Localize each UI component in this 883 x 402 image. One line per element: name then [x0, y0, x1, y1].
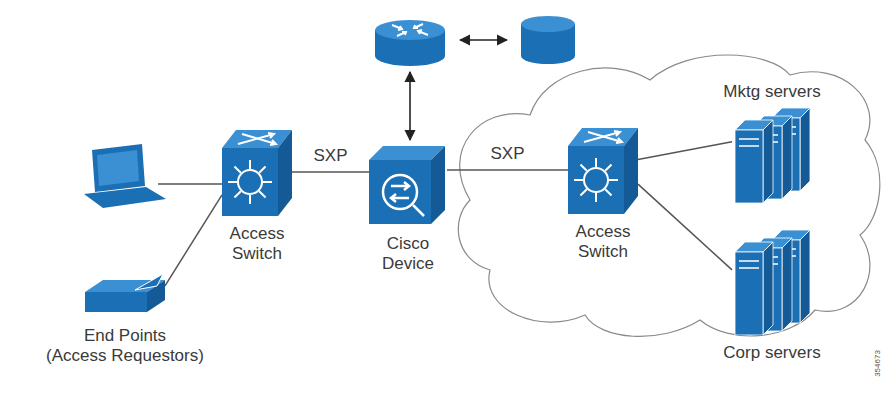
node-label: Mktg servers: [697, 82, 847, 102]
protocol-label: SXP: [310, 147, 350, 166]
node-label: Access Switch: [219, 224, 295, 263]
node-label: (Access Requestors): [30, 346, 220, 366]
end-points: End Points(Access Requestors): [30, 272, 220, 365]
access-switch: Access Switch: [565, 126, 641, 261]
router-icon: [375, 20, 445, 66]
endpoint-icon: [85, 272, 165, 318]
link-line: [447, 169, 568, 171]
figure-number: 354673: [872, 350, 881, 377]
server-icon: [732, 108, 812, 203]
node-label: Corp servers: [697, 343, 847, 363]
security-device-icon: [369, 146, 447, 226]
node-label: Cisco Device: [367, 234, 449, 273]
switch-icon: [222, 128, 292, 216]
server-group-icon: [732, 230, 812, 335]
access-switch: Access Switch: [219, 128, 295, 263]
node-label: Access Switch: [565, 222, 641, 261]
laptop-icon: [84, 144, 166, 208]
node-label: End Points: [30, 326, 220, 346]
laptop-wire: [158, 183, 222, 185]
network-cloud: [458, 55, 880, 336]
router-device-arrow: [409, 72, 411, 140]
link-line: [292, 171, 369, 173]
switch-icon: [568, 126, 638, 214]
cisco-device: Cisco Device: [367, 146, 449, 273]
server-group: Mktg servers: [697, 82, 847, 203]
protocol-label: SXP: [487, 145, 527, 164]
database-icon: [521, 16, 575, 64]
link-line: [638, 142, 732, 160]
server-group: Corp servers: [697, 230, 847, 363]
link-line: [165, 195, 222, 286]
router-database-arrow: [460, 39, 507, 41]
link-line: [638, 184, 732, 270]
